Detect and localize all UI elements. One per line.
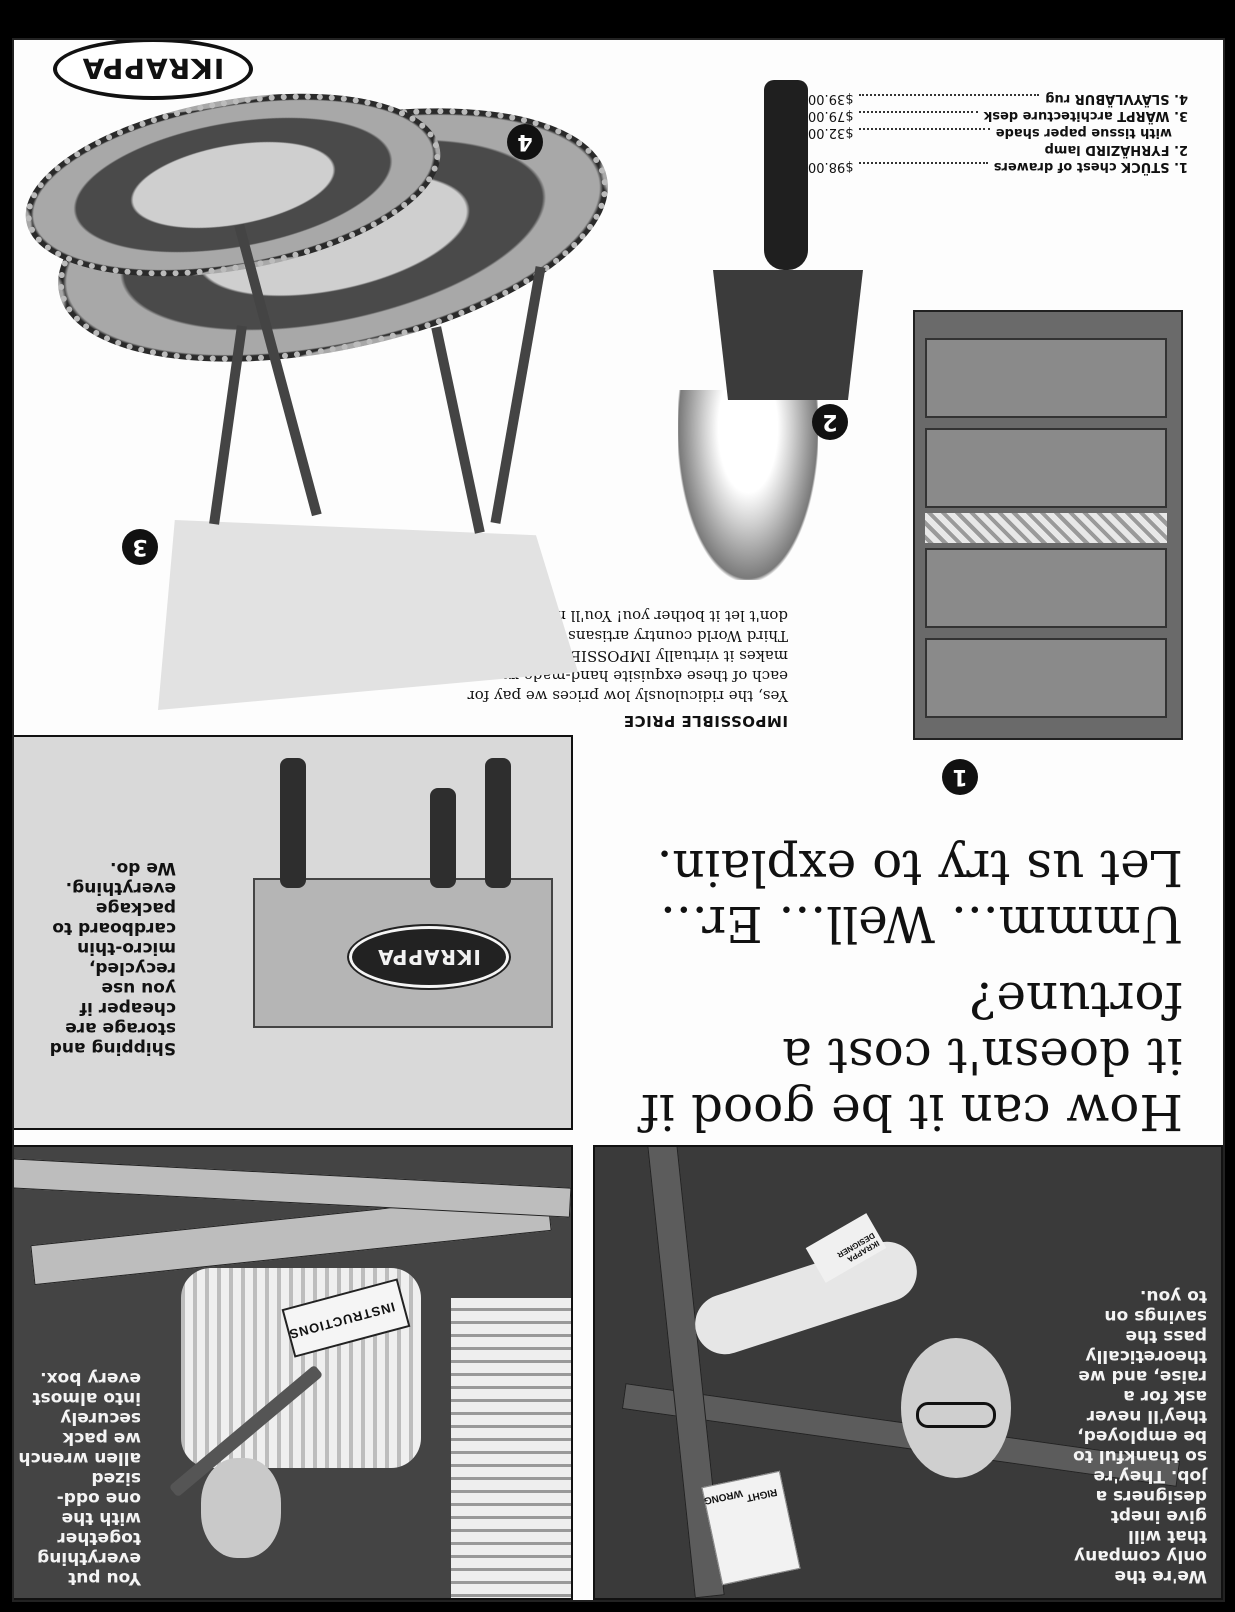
- item-number-2: 2: [812, 404, 848, 440]
- price-item-name: 2. FYRHÄZIRD lamp: [1044, 142, 1188, 157]
- catalog-sheet: RIGHT WRONG IKRAPPA DESIGNER We're the o…: [12, 38, 1225, 1602]
- lamp-shade: [713, 270, 863, 400]
- bandaged-arm: [687, 1233, 925, 1363]
- price-item-value: $32.00: [808, 125, 854, 140]
- drawer: [925, 338, 1167, 418]
- leader-dots: [859, 162, 988, 175]
- item-number-1: 1: [942, 759, 978, 795]
- price-row-2: 2. FYRHÄZIRD lamp: [808, 141, 1188, 158]
- price-list: 1. STÜCK chest of drawers $98.00 2. FYRH…: [808, 90, 1188, 175]
- drawer: [925, 548, 1167, 628]
- leader-dots: [859, 111, 978, 124]
- drawer-contents: [925, 513, 1167, 543]
- desk-leg: [431, 326, 485, 534]
- sign-wrong-label: WRONG: [702, 1487, 744, 1507]
- price-row-2-sub: with tissue paper shade $32.00: [808, 124, 1188, 141]
- window-shutter: [451, 1298, 571, 1598]
- price-item-subtitle: with tissue paper shade: [995, 125, 1172, 140]
- price-item-name: 1. STÜCK chest of drawers: [993, 159, 1188, 174]
- item-number-3: 3: [122, 529, 158, 565]
- price-item-value: $98.00: [808, 159, 854, 174]
- drawer: [925, 638, 1167, 718]
- desk-leg: [490, 266, 546, 524]
- designer-photo: RIGHT WRONG IKRAPPA DESIGNER We're the o…: [593, 1145, 1223, 1600]
- table-leg: [485, 758, 511, 888]
- box-caption: Shipping and storage are cheaper if you …: [49, 858, 176, 1058]
- sign-right-label: RIGHT: [745, 1485, 779, 1504]
- leader-dots: [859, 128, 990, 141]
- price-row-3: 3. WÄRPT architecture desk $79.00: [808, 107, 1188, 124]
- price-row-1: 1. STÜCK chest of drawers $98.00: [808, 158, 1188, 175]
- box-logo: IKRAPPA: [347, 924, 511, 990]
- price-item-value: $79.00: [808, 108, 854, 123]
- designer-caption: We're the only company that will give in…: [1073, 1286, 1207, 1586]
- table-leg: [280, 758, 306, 888]
- table-leg: [430, 788, 456, 888]
- assembler-caption: You put everything together with the one…: [18, 1368, 141, 1588]
- impossible-price-heading: IMPOSSIBLE PRICE: [623, 712, 788, 730]
- flaming-lamp-shade: [678, 390, 818, 580]
- chest-of-drawers-image: [913, 310, 1183, 740]
- man-head: [201, 1458, 281, 1558]
- item-number-4: 4: [507, 124, 543, 160]
- glasses-icon: [916, 1402, 996, 1428]
- price-row-4: 4. SLÄYVLÄBUR rug $39.00: [808, 90, 1188, 107]
- headline-answer: Ummm... Well... Er... Let us try to expl…: [656, 839, 1183, 953]
- lamp-base: [764, 80, 808, 270]
- headline: How can it be good if it doesn't cost a …: [623, 839, 1183, 1141]
- box-photo: IKRAPPA Shipping and storage are cheaper…: [12, 735, 573, 1130]
- price-item-value: $39.00: [808, 91, 854, 106]
- leader-dots: [859, 94, 1040, 107]
- price-item-name: 4. SLÄYVLÄBUR rug: [1045, 91, 1188, 106]
- headline-question: How can it be good if it doesn't cost a …: [640, 971, 1183, 1141]
- bench-board: [12, 1158, 572, 1218]
- price-item-name: 3. WÄRPT architecture desk: [983, 108, 1188, 123]
- logo-text: IKRAPPA: [81, 52, 225, 86]
- assembler-photo: INSTRUCTIONS You put everything together…: [12, 1145, 573, 1600]
- drawer: [925, 428, 1167, 508]
- ikrappa-logo: IKRAPPA: [53, 38, 253, 100]
